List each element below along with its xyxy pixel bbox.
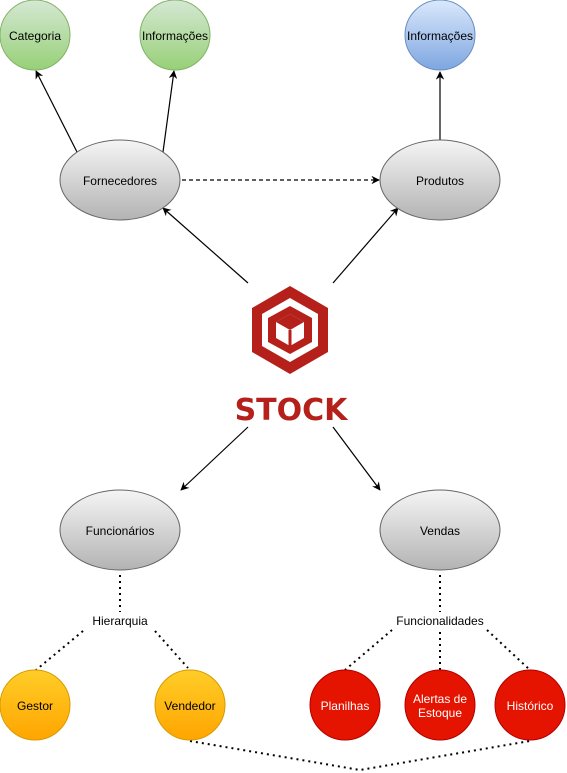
vendedor-node[interactable]: Vendedor	[154, 669, 226, 741]
gestor-label: Gestor	[17, 699, 53, 713]
categoria-label: Categoria	[9, 29, 61, 43]
edge-funcionalidades-planilhas	[344, 629, 393, 671]
alertas-de-estoque-node[interactable]: Alertas de Estoque	[404, 669, 476, 741]
produtos-node[interactable]: Produtos	[379, 139, 501, 221]
informacoes-fornecedores-node[interactable]: Informações	[139, 0, 211, 71]
vendedor-label: Vendedor	[164, 699, 215, 713]
vendas-label: Vendas	[420, 524, 460, 538]
produtos-label: Produtos	[416, 174, 464, 188]
stock-cube-logo-icon	[252, 286, 328, 374]
hierarquia-label: Hierarquia	[92, 614, 148, 628]
edge-stock-fornecedores	[162, 207, 249, 284]
edge-vendedor-historico	[189, 740, 531, 772]
alertas-label-line1: Alertas de	[413, 692, 467, 706]
historico-label: Histórico	[507, 699, 554, 713]
stock-logo-text: STOCK	[235, 393, 350, 428]
vendas-node[interactable]: Vendas	[379, 489, 501, 571]
edges	[35, 70, 531, 772]
edge-stock-vendas	[332, 426, 381, 491]
edge-hierarquia-vendedor	[154, 630, 189, 669]
informacoes-produtos-node[interactable]: Informações	[404, 0, 476, 71]
categoria-node[interactable]: Categoria	[0, 0, 71, 71]
edge-funcionalidades-historico	[486, 629, 531, 671]
edge-stock-funcionarios	[180, 426, 249, 491]
planilhas-label: Planilhas	[321, 699, 370, 713]
edge-stock-produtos	[332, 207, 399, 284]
funcionarios-label: Funcionários	[86, 524, 155, 538]
edge-hierarquia-gestor	[35, 630, 84, 671]
fornecedores-label: Fornecedores	[83, 174, 157, 188]
edge-fornecedores-informacoes	[162, 70, 178, 153]
planilhas-node[interactable]: Planilhas	[309, 669, 381, 741]
historico-node[interactable]: Histórico	[494, 669, 566, 741]
informacoes-produtos-label: Informações	[407, 29, 473, 43]
edge-fornecedores-categoria	[35, 70, 78, 153]
gestor-node[interactable]: Gestor	[0, 669, 71, 741]
funcionalidades-label: Funcionalidades	[396, 614, 483, 628]
funcionarios-node[interactable]: Funcionários	[59, 489, 181, 571]
fornecedores-node[interactable]: Fornecedores	[59, 139, 181, 221]
alertas-label-line2: Estoque	[418, 706, 462, 720]
informacoes-fornecedores-label: Informações	[142, 29, 208, 43]
